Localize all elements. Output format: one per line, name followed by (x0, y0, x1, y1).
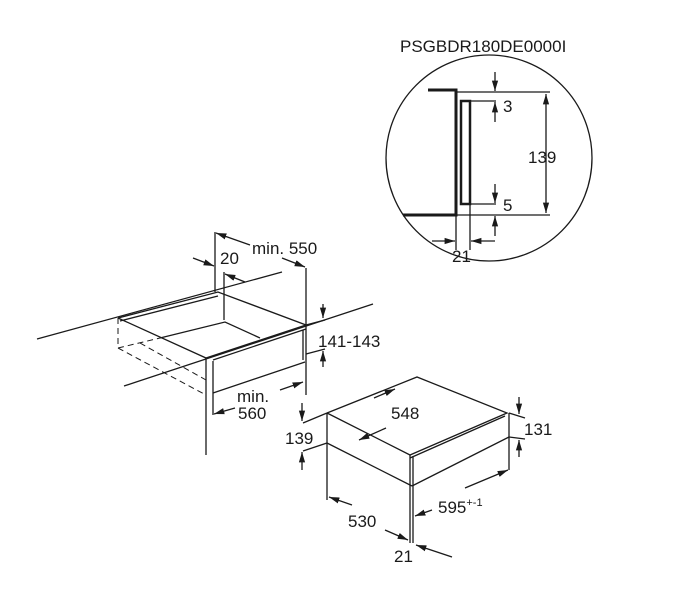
detail-view: 3 139 5 21 (385, 54, 593, 266)
appliance-drawing: 548 131 139 530 595+-1 21 (285, 376, 552, 566)
dim-height-range: 141-143 (318, 332, 380, 351)
cabinet-edge (403, 88, 458, 217)
dim-depth-min: min. 550 (252, 239, 317, 258)
niche-drawing: min. 550 20 141-143 min. 560 (36, 232, 380, 455)
dim-width-min-value: 560 (238, 404, 266, 423)
dim-height: 139 (528, 148, 556, 167)
dim-width-value: 595 (438, 498, 466, 517)
dim-front-height: 131 (524, 420, 552, 439)
dim-depth: 21 (452, 247, 471, 266)
dim-top-gap: 3 (503, 97, 512, 116)
drawer-front (459, 99, 472, 206)
dim-width-tolerance: +-1 (466, 497, 482, 509)
dim-front-offset: 20 (220, 249, 239, 268)
dim-width: 595+-1 (438, 497, 483, 517)
dim-body-height: 139 (285, 429, 313, 448)
dim-appliance-depth: 548 (391, 404, 419, 423)
dim-body-depth: 530 (348, 512, 376, 531)
detail-circle (385, 54, 593, 262)
dim-bottom-gap: 5 (503, 196, 512, 215)
model-code: PSGBDR180DE0000I (400, 37, 566, 56)
dim-front-thickness: 21 (394, 547, 413, 566)
dim-width-min-label: min. (237, 387, 269, 406)
